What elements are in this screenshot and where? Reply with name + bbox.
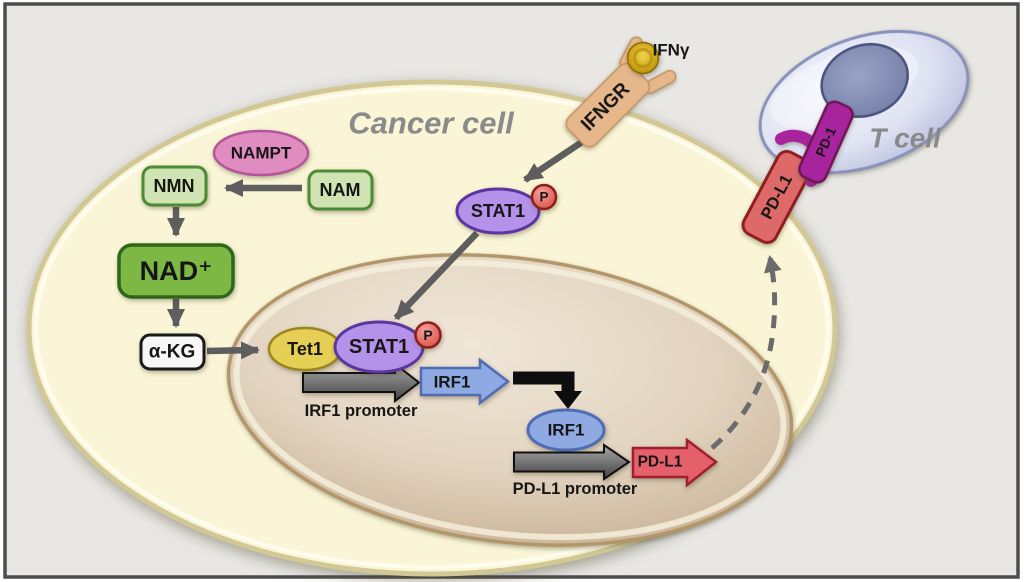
nampt-node: [212, 129, 310, 177]
nampt-label: NAMPT: [231, 144, 292, 163]
phospho-cytoplasm-label: P: [539, 190, 548, 205]
pdl1-gene-arrow: [631, 437, 719, 488]
irf1-protein: [526, 408, 606, 452]
t-cell-body: [758, 29, 970, 175]
nad-node: [117, 243, 235, 299]
nad-label: NAD⁺: [140, 256, 213, 286]
ifng-label: IFNγ: [653, 41, 690, 60]
phospho-nuclear-label: P: [423, 327, 432, 343]
t-cell-nucleus: [820, 43, 909, 118]
pdl1-gene-label: PD-L1: [638, 454, 683, 471]
stat1-cytoplasm-node: [455, 187, 541, 235]
cancer-cell-label: Cancer cell: [348, 106, 515, 141]
irf1-promoter-label: IRF1 promoter: [305, 402, 418, 420]
akg-node: [139, 333, 206, 371]
arrow-akg-to-tet1: [206, 341, 260, 360]
irf1-gene-arrow: [419, 357, 511, 406]
akg-label: α-KG: [149, 342, 196, 363]
tet1-label: Tet1: [287, 339, 323, 359]
stat1-nuclear-label: STAT1: [349, 336, 409, 358]
arrow-stat1-to-nucleus: [393, 230, 480, 321]
phospho-badge-cytoplasm: [530, 183, 558, 211]
pdl1-membrane-node: PD-L1: [741, 149, 813, 245]
arrow-pdl1-traffic-dashed: [710, 255, 782, 450]
phospho-badge-nuclear: [414, 321, 442, 349]
pd1-node: PD-1: [798, 100, 854, 184]
nmn-node: [141, 165, 208, 207]
transcription-elbow-arrow: [513, 371, 582, 409]
nam-node: [307, 169, 374, 211]
t-cell-label: T cell: [869, 123, 942, 154]
pdl1-promoter-arrow: [513, 443, 631, 481]
stat1-cytoplasm-label: STAT1: [471, 201, 525, 221]
pdl1-promoter-label: PD-L1 promoter: [513, 480, 638, 498]
nam-label: NAM: [320, 180, 361, 200]
ifng-ligand: [626, 41, 660, 75]
nmn-label: NMN: [154, 176, 195, 196]
irf1-gene-label: IRF1: [434, 373, 471, 392]
irf1-protein-label: IRF1: [548, 421, 585, 440]
